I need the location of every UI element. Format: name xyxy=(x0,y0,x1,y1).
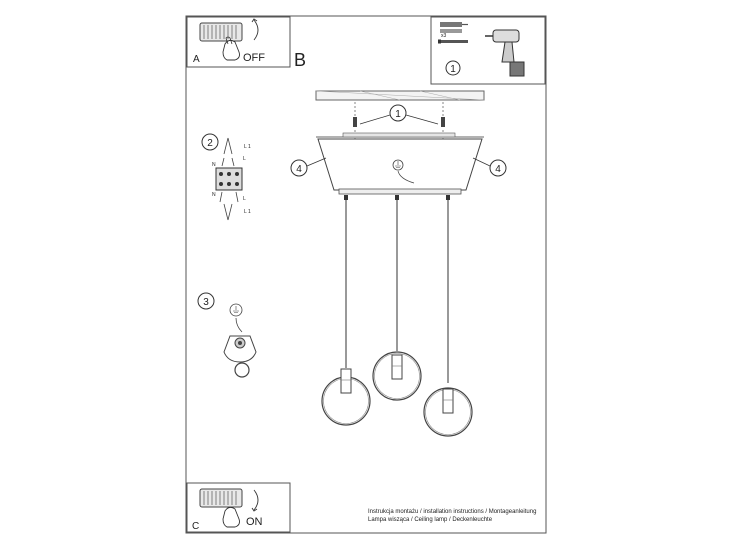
callout-4-left-label: 4 xyxy=(296,164,302,175)
panel-a-state: OFF xyxy=(243,52,265,64)
ceiling-plate xyxy=(315,90,485,101)
breaker-switch-icon xyxy=(199,22,243,42)
arrow-down-icon xyxy=(253,19,259,41)
drill-icon xyxy=(485,29,525,77)
panel-a-letter: A xyxy=(193,54,200,65)
dowel-right-icon xyxy=(441,117,445,127)
hand-icon xyxy=(222,36,240,61)
wire-l-top: L xyxy=(243,156,246,162)
canopy xyxy=(316,132,484,195)
dowel-left-icon xyxy=(353,117,357,127)
wire-l-bottom: L xyxy=(243,196,246,202)
screw-icon xyxy=(438,39,468,44)
callout-3 xyxy=(197,292,215,310)
pendant-center xyxy=(372,195,422,401)
tools-panel: x3 1 xyxy=(430,16,546,85)
wire-l1-bottom: L 1 xyxy=(244,209,251,215)
wall-plug-icon xyxy=(440,22,468,33)
callout-2-label: 2 xyxy=(207,138,213,149)
callout-1-tools-label: 1 xyxy=(450,64,456,75)
pendant-left xyxy=(321,195,371,426)
callout-1-tools xyxy=(445,60,461,76)
panel-a: OFF A xyxy=(186,16,291,68)
quantity-label: x3 xyxy=(441,33,447,39)
footer-instructions: Instrukcja montażu / installation instru… xyxy=(368,509,537,515)
callout-4-right-label: 4 xyxy=(495,164,501,175)
panel-c-letter: C xyxy=(192,521,199,532)
breaker-switch-on-icon xyxy=(199,488,243,508)
panel-b-letter: B xyxy=(294,50,306,70)
pendant-right xyxy=(423,195,473,437)
wire-n-bottom: N xyxy=(212,192,216,198)
wire-n-top: N xyxy=(212,162,216,168)
wiring-detail: 2 L 1 L N N L L 1 xyxy=(201,133,251,221)
panel-c-state: ON xyxy=(246,516,263,528)
footer-product: Lampa wisząca / Ceiling lamp / Deckenleu… xyxy=(368,517,493,523)
callout-1-label: 1 xyxy=(395,109,401,120)
callout-4-left xyxy=(290,159,308,177)
callout-2 xyxy=(201,133,219,151)
wire-l1-top: L 1 xyxy=(244,144,251,150)
callout-4-right xyxy=(489,159,507,177)
callout-3-label: 3 xyxy=(203,297,209,308)
panel-c: ON C xyxy=(186,482,291,533)
sheet-border xyxy=(185,15,547,534)
hand-on-icon xyxy=(222,506,240,528)
arrow-up-icon xyxy=(253,489,259,511)
earth-detail: 3 xyxy=(197,292,257,378)
callout-1 xyxy=(389,104,407,122)
